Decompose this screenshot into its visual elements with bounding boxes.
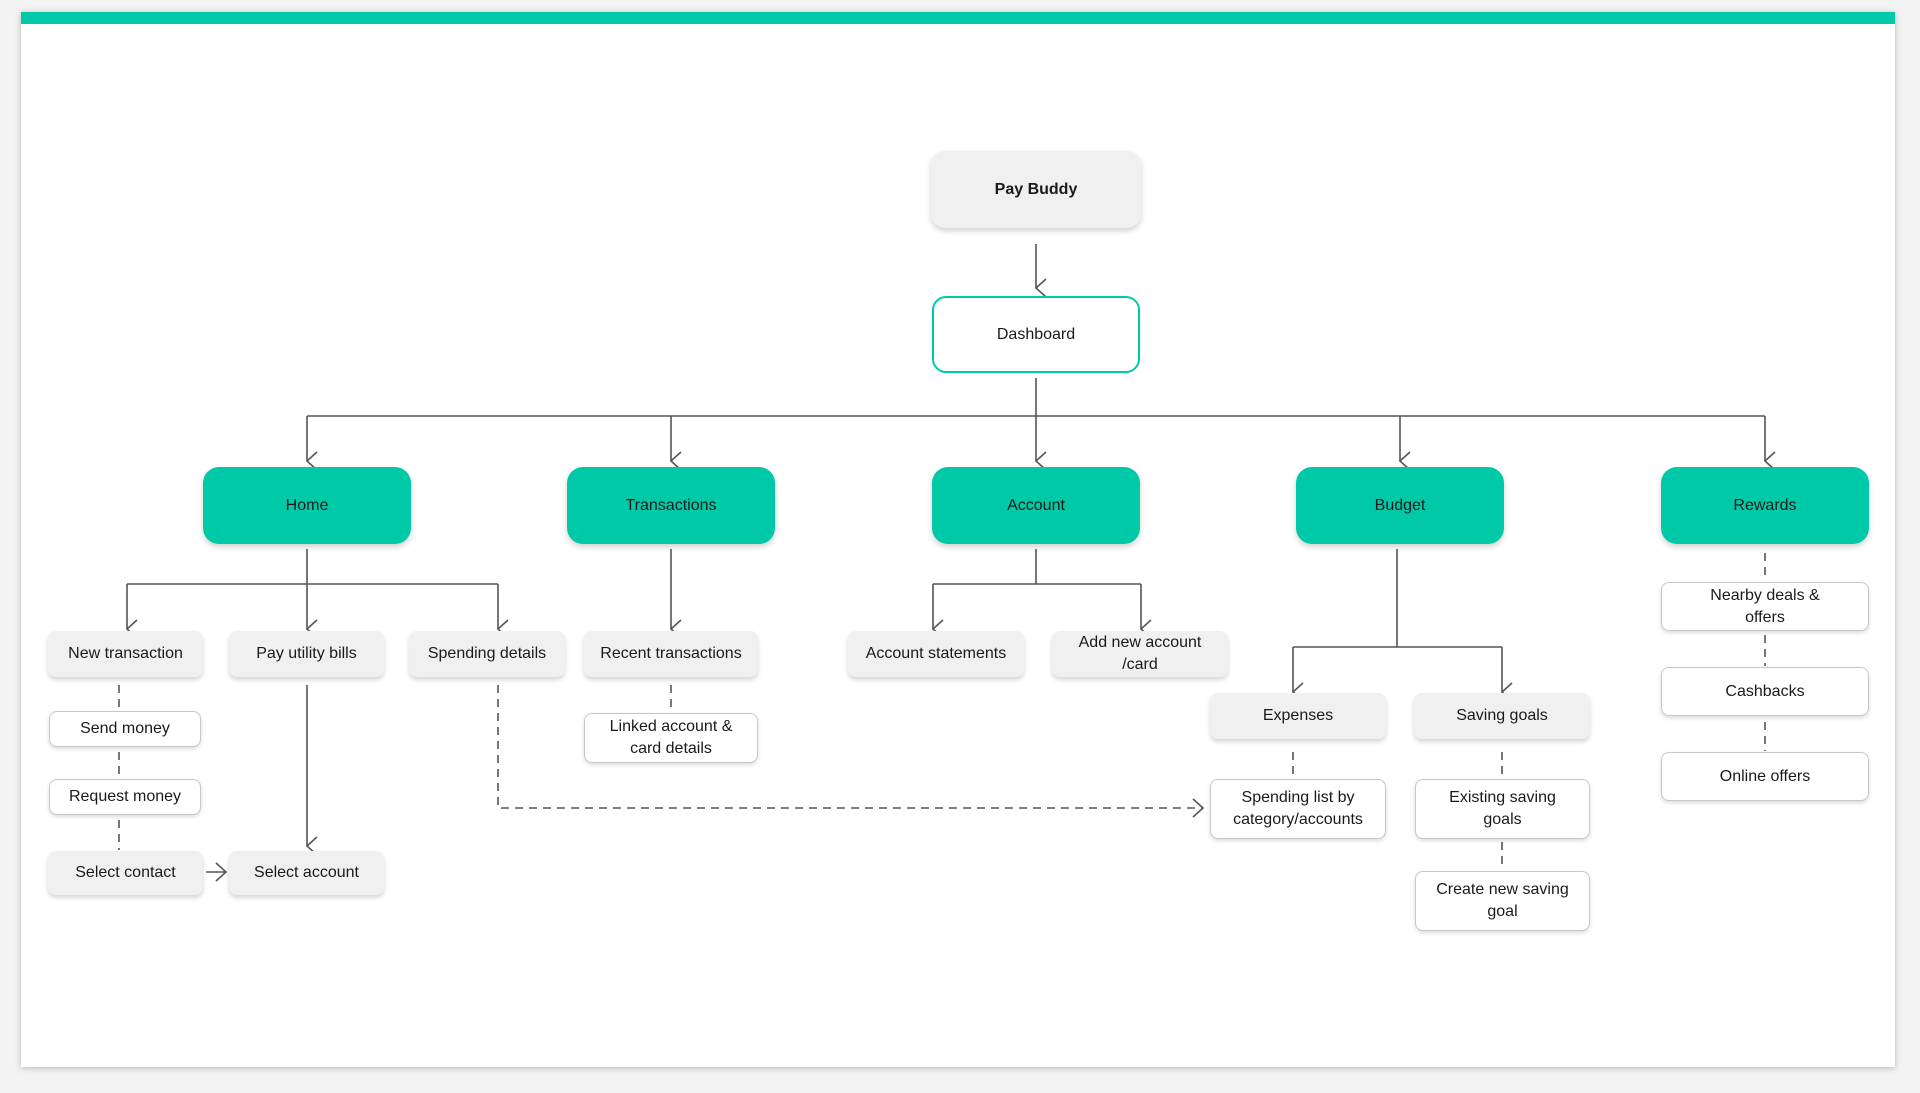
node-online-offers: Online offers [1661,752,1869,801]
node-label: Saving goals [1456,707,1548,724]
node-linked-account: Linked account & card details [584,713,758,763]
node-transactions: Transactions [567,467,775,544]
accent-bar [21,12,1895,24]
node-create-saving-goal: Create new saving goal [1415,871,1590,931]
node-label: Budget [1374,496,1426,514]
node-dashboard: Dashboard [932,296,1140,373]
node-label: Dashboard [996,325,1076,343]
node-spending-details: Spending details [409,631,565,677]
node-label: Home [285,496,329,514]
node-label: Rewards [1733,496,1797,514]
node-home: Home [203,467,411,544]
node-label: Create new saving goal [1436,881,1569,920]
node-saving-goals: Saving goals [1414,693,1590,739]
node-label: Cashbacks [1725,682,1805,700]
node-rewards: Rewards [1661,467,1869,544]
node-label: Expenses [1262,707,1334,724]
edge-spending-details-to-spending-list [497,685,1205,818]
node-existing-saving-goals: Existing saving goals [1415,779,1590,839]
node-label: Online offers [1719,767,1811,785]
node-label: Spending details [427,645,547,662]
node-label: Send money [80,720,170,737]
node-label: Existing saving goals [1449,789,1556,828]
node-label: Add new account /card [1078,634,1202,673]
node-pay-buddy: Pay Buddy [931,151,1141,228]
node-label: Nearby deals & offers [1710,586,1820,626]
node-send-money: Send money [49,711,201,747]
node-spending-list: Spending list by category/accounts [1210,779,1386,839]
node-budget: Budget [1296,467,1504,544]
node-account-statements: Account statements [848,631,1024,677]
node-request-money: Request money [49,779,201,815]
node-label: Linked account & card details [609,718,733,757]
node-pay-utility-bills: Pay utility bills [229,631,384,677]
node-select-account: Select account [229,851,384,895]
node-label: Request money [68,788,182,805]
node-select-contact: Select contact [48,851,203,895]
node-recent-transactions: Recent transactions [584,631,758,677]
node-label: Pay utility bills [256,645,357,662]
node-label: Recent transactions [600,645,742,662]
node-account: Account [932,467,1140,544]
node-cashbacks: Cashbacks [1661,667,1869,716]
node-label: Transactions [625,496,717,514]
node-label: Account [1007,496,1065,514]
node-nearby-deals: Nearby deals & offers [1661,582,1869,631]
node-label: New transaction [68,645,183,662]
node-new-transaction: New transaction [48,631,203,677]
node-label: Spending list by category/accounts [1233,789,1363,828]
node-expenses: Expenses [1210,693,1386,739]
node-label: Select contact [75,864,176,881]
node-label: Select account [254,864,359,881]
node-add-new-account: Add new account /card [1052,631,1228,677]
node-label: Pay Buddy [994,180,1078,198]
node-label: Account statements [865,645,1007,662]
